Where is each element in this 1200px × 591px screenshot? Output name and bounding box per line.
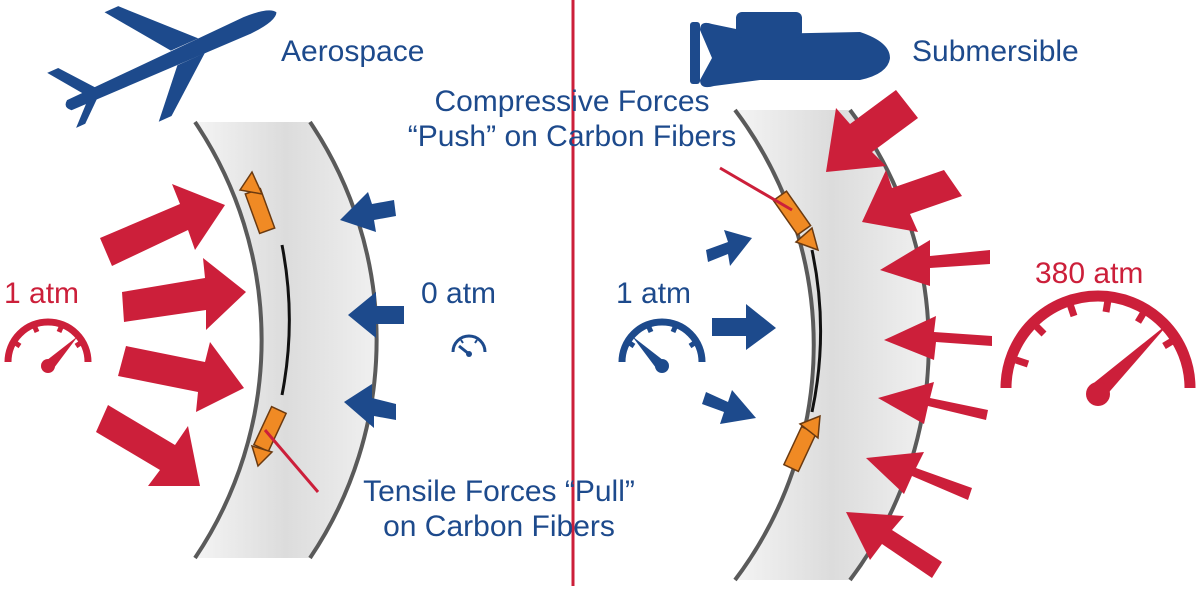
tensile-forces-label: Tensile Forces “Pull” on Carbon Fibers xyxy=(314,474,684,545)
red-pressure-arrow xyxy=(878,382,988,424)
pressure-gauge-1atm-left xyxy=(4,318,92,373)
submersible-title: Submersible xyxy=(912,35,1079,68)
compressive-callout-line xyxy=(719,166,793,212)
inside-pressure-arrows-right xyxy=(702,230,776,424)
aerospace-title: Aerospace xyxy=(281,35,425,68)
pressure-gauge-1atm-right xyxy=(618,318,706,373)
inside-pressure-label-right: 1 atm xyxy=(616,277,692,310)
red-pressure-arrow xyxy=(96,405,200,486)
compressive-forces-label: Compressive Forces “Push” on Carbon Fibe… xyxy=(372,84,772,155)
outside-pressure-arrows-left xyxy=(96,184,246,486)
inside-pressure-label-left: 0 atm xyxy=(421,277,497,310)
pressure-gauge-0atm xyxy=(451,334,487,357)
tensile-callout-line xyxy=(263,429,320,493)
tensile-label-line-2: on Carbon Fibers xyxy=(383,510,615,544)
pressure-gauge-380atm xyxy=(1000,290,1196,406)
compressive-fiber-arrow-bottom xyxy=(782,414,821,473)
blue-pressure-arrow xyxy=(344,384,396,428)
aerospace-hull xyxy=(193,120,379,560)
airplane-icon xyxy=(47,6,277,128)
red-pressure-arrow xyxy=(884,316,992,360)
inside-pressure-arrows-left xyxy=(340,192,404,428)
blue-pressure-arrow xyxy=(340,192,396,232)
blue-pressure-arrow xyxy=(702,390,756,424)
red-pressure-arrow xyxy=(118,342,244,412)
outside-pressure-label-right: 380 atm xyxy=(1035,257,1144,290)
red-pressure-arrow xyxy=(862,170,962,232)
red-pressure-arrow xyxy=(846,512,942,578)
tensile-fiber-arrow-bottom xyxy=(250,405,288,468)
compressive-label-line-1: Compressive Forces xyxy=(434,85,710,118)
red-pressure-arrow xyxy=(826,90,918,172)
tensile-label-line-1: Tensile Forces “Pull” xyxy=(363,475,635,508)
red-pressure-arrow xyxy=(866,452,972,500)
red-pressure-arrow xyxy=(100,184,225,266)
tensile-fiber-arrow-top xyxy=(238,170,276,235)
red-pressure-arrow xyxy=(122,258,246,330)
blue-pressure-arrow xyxy=(706,230,752,266)
blue-pressure-arrow xyxy=(348,292,404,338)
compressive-fiber-arrow-top xyxy=(772,190,820,252)
outside-pressure-arrows-right xyxy=(826,90,992,578)
carbon-fiber-line xyxy=(810,249,823,413)
submarine-icon xyxy=(690,12,890,88)
compressive-label-line-2: “Push” on Carbon Fibers xyxy=(407,120,737,154)
blue-pressure-arrow xyxy=(712,304,776,350)
carbon-fiber-line xyxy=(280,244,291,396)
outside-pressure-label-left: 1 atm xyxy=(4,277,80,310)
red-pressure-arrow xyxy=(880,240,990,286)
